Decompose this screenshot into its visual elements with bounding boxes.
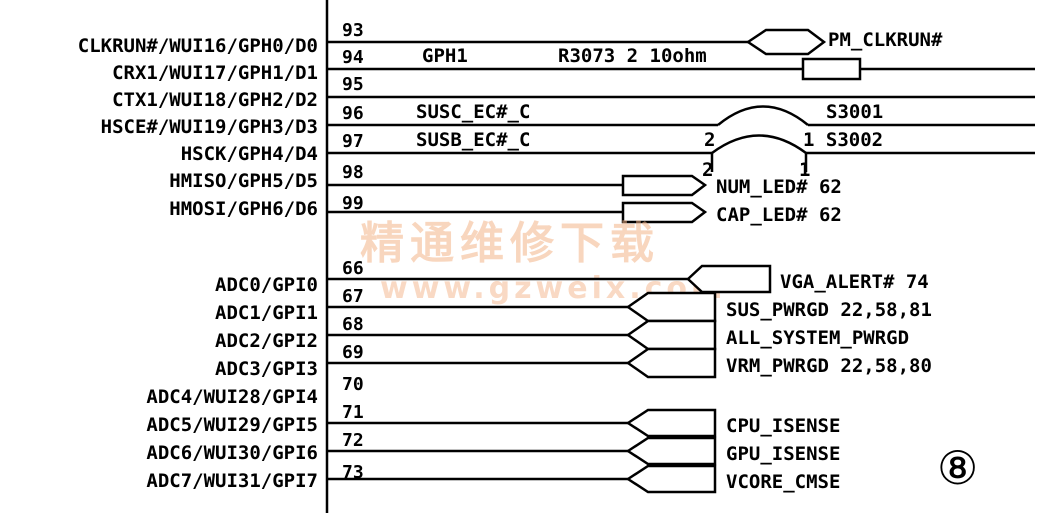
jumper-s3002-pin2: 2 bbox=[704, 129, 715, 151]
net-susc: SUSC_EC#_C bbox=[416, 101, 530, 123]
vrm-pwrgd-connector-icon bbox=[625, 347, 717, 379]
page-marker: ⑧ bbox=[937, 441, 978, 495]
pin-number-95: 95 bbox=[342, 74, 364, 95]
jumper-s3002-arc bbox=[711, 134, 807, 155]
net-sus-pwrgd: SUS_PWRGD 22,58,81 bbox=[726, 299, 932, 321]
watermark-title: 精通维修下载 bbox=[360, 218, 660, 269]
net-vrm-pwrgd: VRM_PWRGD 22,58,80 bbox=[726, 355, 932, 377]
jumper-s3001-arc bbox=[717, 105, 809, 126]
pin-number-94: 94 bbox=[342, 47, 364, 68]
net-gpu-isense: GPU_ISENSE bbox=[726, 443, 840, 465]
net-all-system-pwrgd: ALL_SYSTEM_PWRGD bbox=[726, 327, 909, 349]
pin-label-99: HMOSI/GPH6/D6 bbox=[169, 198, 318, 220]
net-vga-alert: VGA_ALERT# 74 bbox=[780, 271, 929, 293]
jumper-pin1-label: 1 bbox=[799, 159, 810, 181]
cap-led-connector-icon bbox=[621, 201, 708, 224]
pin-label-66: ADC0/GPI0 bbox=[215, 274, 318, 296]
pin-number-71: 71 bbox=[342, 402, 364, 423]
pin-number-97: 97 bbox=[342, 131, 364, 152]
jumper-s3001-label: S3001 bbox=[826, 101, 883, 123]
resistor-label: R3073 2 10ohm bbox=[558, 45, 707, 67]
pin-number-69: 69 bbox=[342, 342, 364, 363]
pin-number-98: 98 bbox=[342, 162, 364, 183]
pin-number-93: 93 bbox=[342, 20, 364, 41]
pin-number-67: 67 bbox=[342, 286, 364, 307]
net-vcore-cmse: VCORE_CMSE bbox=[726, 471, 840, 493]
pin-number-96: 96 bbox=[342, 103, 364, 124]
resistor-r3073-icon bbox=[801, 57, 862, 81]
net-gph1: GPH1 bbox=[422, 45, 468, 67]
pin-label-71: ADC5/WUI29/GPI5 bbox=[146, 414, 318, 436]
pin-number-99: 99 bbox=[342, 193, 364, 214]
gpu-isense-connector-icon bbox=[625, 436, 717, 466]
pin-label-72: ADC6/WUI30/GPI6 bbox=[146, 442, 318, 464]
net-cap-led: CAP_LED# 62 bbox=[716, 204, 842, 226]
pin-number-68: 68 bbox=[342, 314, 364, 335]
pin-label-98: HMISO/GPH5/D5 bbox=[169, 170, 318, 192]
vga-alert-connector-icon bbox=[686, 264, 772, 294]
pin-label-95: CTX1/WUI18/GPH2/D2 bbox=[112, 89, 318, 111]
pin-label-97: HSCK/GPH4/D4 bbox=[181, 143, 318, 165]
jumper-s3002-label: 1 S3002 bbox=[803, 129, 883, 151]
pin-label-70: ADC4/WUI28/GPI4 bbox=[146, 386, 318, 408]
pin-label-96: HSCE#/WUI19/GPH3/D3 bbox=[101, 116, 318, 138]
net-num-led: NUM_LED# 62 bbox=[716, 176, 842, 198]
vcore-cmse-connector-icon bbox=[625, 464, 717, 494]
jumper-pin2-label: 2 bbox=[702, 159, 713, 181]
pin-label-67: ADC1/GPI1 bbox=[215, 302, 318, 324]
pin-label-73: ADC7/WUI31/GPI7 bbox=[146, 470, 318, 492]
cpu-isense-connector-icon bbox=[625, 408, 717, 438]
pin-number-70: 70 bbox=[342, 374, 364, 395]
pin-label-68: ADC2/GPI2 bbox=[215, 330, 318, 352]
num-led-connector-icon bbox=[621, 174, 708, 197]
pin-label-93: CLKRUN#/WUI16/GPH0/D0 bbox=[78, 35, 318, 57]
pin-label-94: CRX1/WUI17/GPH1/D1 bbox=[112, 62, 318, 84]
pm-clkrun-connector-icon bbox=[745, 28, 827, 56]
net-susb: SUSB_EC#_C bbox=[416, 129, 530, 151]
pin-number-72: 72 bbox=[342, 430, 364, 451]
pin-number-66: 66 bbox=[342, 258, 364, 279]
sus-pwrgd-connector-icon bbox=[625, 291, 717, 323]
pin-label-69: ADC3/GPI3 bbox=[215, 358, 318, 380]
net-pm-clkrun: PM_CLKRUN# bbox=[828, 29, 943, 51]
net-cpu-isense: CPU_ISENSE bbox=[726, 415, 840, 437]
all-system-pwrgd-connector-icon bbox=[625, 319, 717, 351]
